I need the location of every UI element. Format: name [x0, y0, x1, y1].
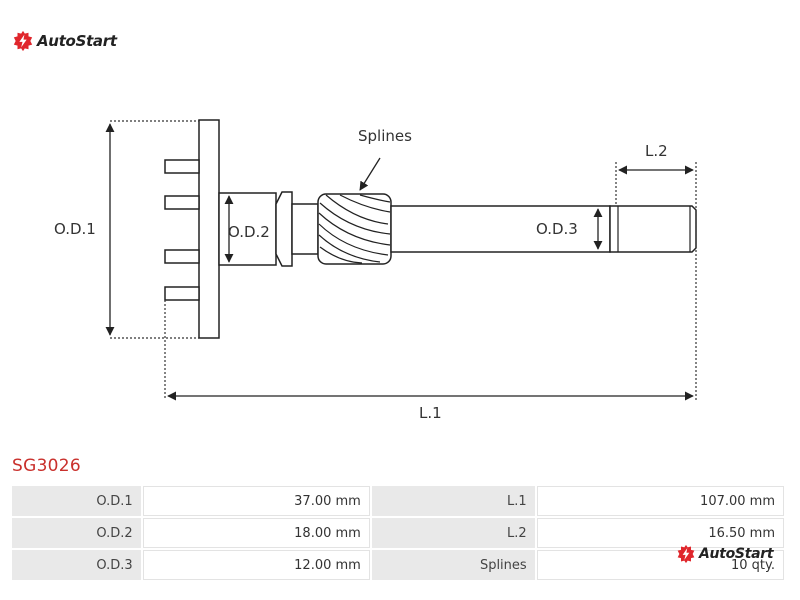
- extension-lines: [110, 120, 697, 400]
- table-row: O.D.1 37.00 mm L.1 107.00 mm: [12, 486, 784, 516]
- spec-value: 12.00 mm: [142, 550, 370, 580]
- spec-value: 37.00 mm: [142, 486, 370, 516]
- spline-gear: [317, 193, 392, 265]
- l1-label: L.1: [419, 404, 442, 420]
- flange-pin: [164, 159, 200, 174]
- spec-label: L.2: [371, 518, 535, 548]
- spec-label: O.D.3: [12, 550, 141, 580]
- shaft-end: [609, 205, 697, 253]
- flange-pin: [164, 249, 200, 264]
- technical-drawing: O.D.1 O.D.2 O.D.3 L.1 L.2 Splines: [54, 119, 697, 420]
- table-row: O.D.2 18.00 mm L.2 16.50 mm: [12, 518, 784, 548]
- brand-name: AutoStart: [37, 32, 117, 50]
- l2-label: L.2: [645, 142, 668, 160]
- spec-value: 18.00 mm: [142, 518, 370, 548]
- spec-label: Splines: [371, 550, 535, 580]
- flange-plate: [198, 119, 220, 339]
- flange-pin: [164, 286, 200, 301]
- spec-label: L.1: [371, 486, 535, 516]
- table-row: O.D.3 12.00 mm Splines 10 qty.: [12, 550, 784, 580]
- od3-label: O.D.3: [536, 220, 578, 238]
- autostart-gear-icon: [677, 544, 695, 564]
- shaft-neck: [275, 191, 319, 267]
- splines-label: Splines: [358, 127, 412, 145]
- flange-pins: [164, 159, 200, 301]
- spec-label: O.D.2: [12, 518, 141, 548]
- flange-pin: [164, 195, 200, 210]
- spec-label: O.D.1: [12, 486, 141, 516]
- dimension-lines: [105, 123, 694, 401]
- spec-value: 10 qty.: [536, 550, 784, 580]
- autostart-logo-watermark: AutoStart: [676, 544, 774, 564]
- spec-value: 16.50 mm: [536, 518, 784, 548]
- spec-value: 107.00 mm: [536, 486, 784, 516]
- part-code: SG3026: [12, 456, 82, 476]
- autostart-gear-icon: [13, 30, 33, 52]
- od2-label: O.D.2: [228, 223, 270, 241]
- brand-name: AutoStart: [699, 546, 774, 562]
- main-shaft: [390, 205, 611, 253]
- autostart-logo-top: AutoStart: [12, 30, 117, 52]
- spec-table: O.D.1 37.00 mm L.1 107.00 mm O.D.2 18.00…: [10, 484, 786, 582]
- od1-label: O.D.1: [54, 220, 96, 238]
